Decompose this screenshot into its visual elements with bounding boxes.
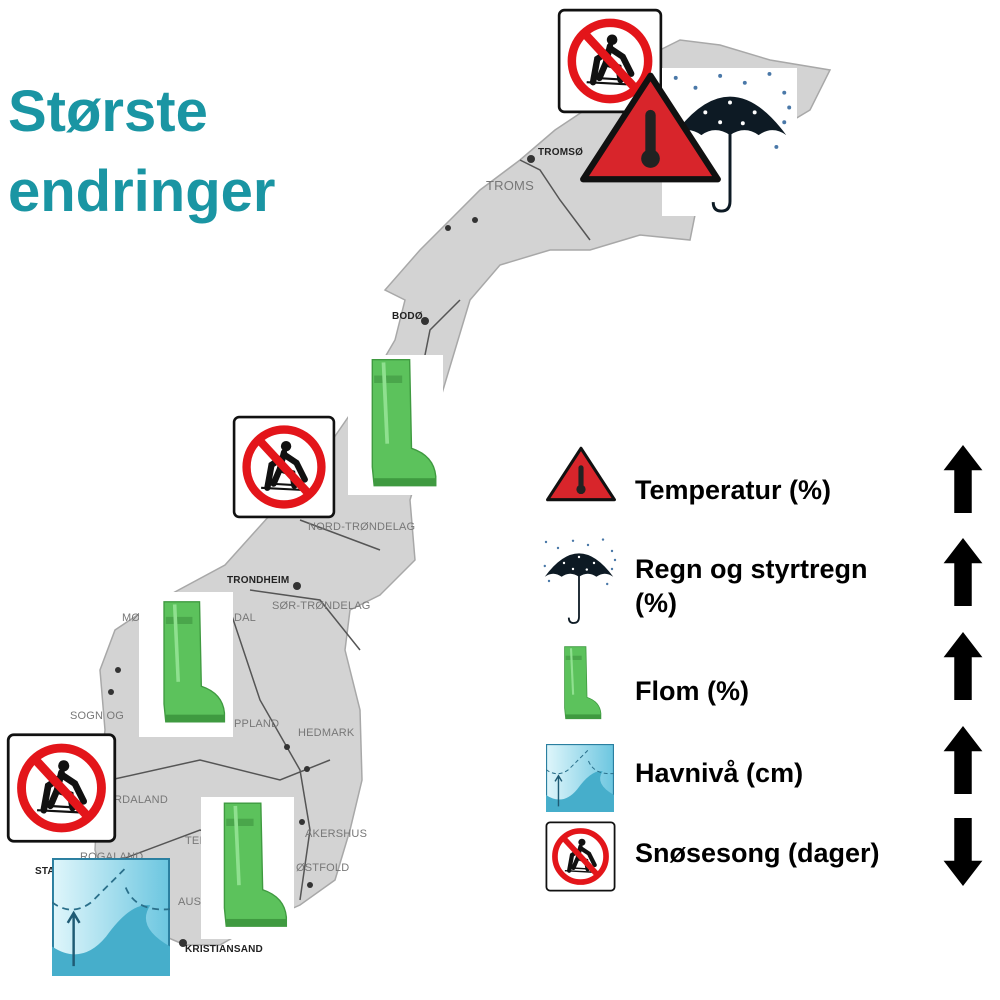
map-label-bodo: BODØ bbox=[392, 311, 423, 322]
rubber-boot-icon bbox=[148, 594, 228, 734]
legend-label-rain-line2: (%) bbox=[635, 588, 677, 618]
title-line-1: Største bbox=[8, 79, 208, 144]
norway-landmass bbox=[94, 39, 832, 946]
page-title: Største endringer bbox=[8, 72, 276, 232]
map-label-dal: DAL bbox=[234, 612, 256, 624]
arrow-up-icon bbox=[943, 445, 983, 513]
legend-label-rain: Regn og styrtregn (%) bbox=[635, 552, 868, 620]
legend-label-flood: Flom (%) bbox=[635, 676, 749, 706]
arrow-down-icon bbox=[943, 818, 983, 886]
map-label-hordaland: RDALAND bbox=[114, 794, 168, 806]
title-line-2: endringer bbox=[8, 159, 276, 224]
map-label-ostfold: ØSTFOLD bbox=[296, 862, 350, 874]
rubber-boot-icon bbox=[208, 797, 290, 937]
map-label-tromso: TROMSØ bbox=[538, 147, 584, 158]
sea-level-icon bbox=[546, 744, 614, 812]
warning-thermometer-icon bbox=[578, 70, 723, 185]
map-label-sor-trondelag: SØR-TRØNDELAG bbox=[272, 600, 371, 612]
map-label-aust-agder: AUS bbox=[178, 896, 202, 908]
map-label-nord-trondelag: NORD-TRØNDELAG bbox=[308, 521, 416, 533]
county-borders bbox=[109, 159, 591, 901]
map-label-more: MØ bbox=[122, 612, 141, 624]
legend-label-snow-season: Snøsesong (dager) bbox=[635, 838, 880, 868]
map-label-stavanger: STA bbox=[35, 866, 55, 877]
map-label-sogn: SOGN OG bbox=[70, 710, 124, 722]
map-label-troms: TROMS bbox=[486, 178, 534, 193]
sea-level-icon bbox=[52, 857, 170, 977]
map-label-kristiansand: KRISTIANSAND bbox=[185, 944, 263, 955]
map-label-akershus: AKERSHUS bbox=[305, 828, 368, 840]
city-markers bbox=[108, 155, 535, 947]
no-skiing-icon bbox=[6, 732, 117, 844]
legend-label-rain-line1: Regn og styrtregn bbox=[635, 554, 868, 584]
rubber-boot-icon bbox=[555, 643, 603, 725]
rubber-boot-icon bbox=[355, 355, 440, 495]
legend-label-temperature: Temperatur (%) bbox=[635, 475, 832, 505]
map-label-trondheim: TRONDHEIM bbox=[227, 575, 290, 586]
warning-thermometer-icon bbox=[545, 444, 617, 504]
legend-label-sea-level: Havnivå (cm) bbox=[635, 758, 804, 788]
map-label-oppland: PPLAND bbox=[234, 718, 280, 730]
map-label-hedmark: HEDMARK bbox=[298, 727, 355, 739]
arrow-up-icon bbox=[943, 632, 983, 700]
no-skiing-icon bbox=[545, 821, 616, 892]
arrow-up-icon bbox=[943, 538, 983, 606]
arrow-up-icon bbox=[943, 726, 983, 794]
umbrella-rain-icon bbox=[540, 535, 618, 627]
no-skiing-icon bbox=[232, 414, 336, 520]
map-label-telemark: TEI bbox=[185, 835, 203, 847]
